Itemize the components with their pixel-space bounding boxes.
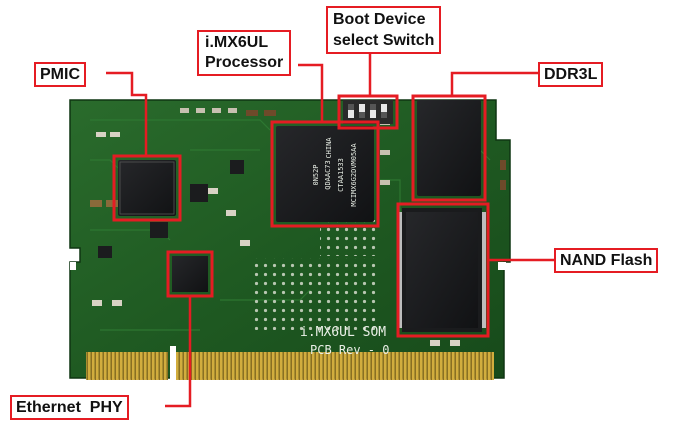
ddr-highlight (411, 94, 487, 202)
nand-label-text: NAND Flash (560, 252, 653, 269)
cpu-marking-5: CHINA (325, 137, 333, 159)
processor-label-line2: Processor (205, 54, 284, 71)
processor-leader (298, 63, 324, 122)
pmic-label-text: PMIC (40, 66, 80, 83)
ddr-leader (450, 71, 538, 96)
edge-connector (86, 346, 494, 380)
pcb-rev-text: PCB Rev - 0 (310, 343, 389, 357)
ddr-label: DDR3L (538, 62, 604, 87)
ethernet-leader (165, 296, 192, 408)
processor-highlight (270, 120, 380, 228)
silkscreen: i.MX6UL SOM PCB Rev - 0 (300, 325, 389, 357)
boot-switch-label-line2: select Switch (333, 32, 435, 49)
cpu-marking-4: 0N52P (312, 164, 320, 185)
processor-label: i.MX6UL Processor (197, 30, 292, 76)
cpu-marking-3: QDAAC73 (324, 160, 332, 190)
nand-flash-chip (398, 208, 486, 332)
ethernet-phy-chip (172, 256, 208, 292)
leader-lines (106, 53, 554, 408)
pmic-chip (118, 160, 176, 216)
cpu-marking-2: CTAA1533 (337, 158, 345, 192)
cpu-marking-1: MCIMX6G2DVM05AA (350, 143, 358, 207)
ddr-label-text: DDR3L (544, 66, 598, 83)
pmic-label: PMIC (34, 62, 86, 87)
nand-label: NAND Flash (554, 248, 659, 273)
boot-switch (343, 100, 393, 124)
ethernet-label: Ethernet PHY (10, 395, 129, 420)
boot-switch-label: Boot Device select Switch (326, 6, 442, 54)
processor-label-line1: i.MX6UL (205, 34, 269, 51)
ethernet-label-text: Ethernet PHY (16, 399, 123, 416)
boot-switch-highlight (337, 94, 399, 130)
boot-switch-label-line1: Boot Device (333, 11, 426, 28)
processor-chip: CHINA 0N52P QDAAC73 CTAA1533 MCIMX6G2DVM… (276, 126, 374, 222)
pmic-leader (106, 71, 148, 156)
ddr3l-chip (417, 100, 481, 196)
som-name-text: i.MX6UL SOM (300, 325, 386, 340)
nand-highlight (396, 202, 490, 338)
